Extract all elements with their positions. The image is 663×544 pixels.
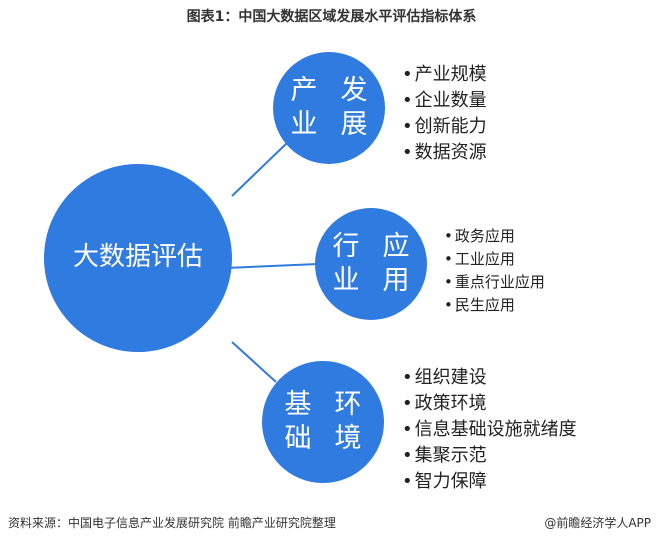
list-item: 创新能力 [402,114,487,140]
center-label: 大数据评估 [72,241,203,272]
industry-label: 产业 发展 [279,70,379,146]
list-item: 政策环境 [402,391,577,417]
list-item: 集聚示范 [402,443,577,469]
environment-item-list: 组织建设 政策环境 信息基础设施就绪度 集聚示范 智力保障 [402,365,577,495]
environment-label-line-1: 基础 [284,389,312,454]
circle-environment [262,361,384,483]
chart-title: 图表1：中国大数据区域发展水平评估指标体系 [186,9,477,25]
list-item: 工业应用 [444,248,545,271]
connector-environment [231,341,277,383]
list-item: 重点行业应用 [444,271,545,294]
industry-item-list: 产业规模 企业数量 创新能力 数据资源 [402,62,487,166]
connector-industry [231,141,289,197]
list-item: 企业数量 [402,88,487,114]
list-item: 民生应用 [444,294,545,317]
list-item: 政务应用 [444,225,545,248]
center-circle [44,164,232,352]
environment-label: 基础 环境 [273,384,373,460]
circle-application [315,208,427,320]
application-label-line-2: 应用 [382,231,410,296]
source-note: 资料来源：中国电子信息产业发展研究院 前瞻产业研究院整理 [8,516,336,530]
brand-credit: @前瞻经济学人APP [544,516,651,530]
list-item: 组织建设 [402,365,577,391]
list-item: 智力保障 [402,469,577,495]
application-label: 行业 应用 [321,226,421,302]
list-item: 产业规模 [402,62,487,88]
application-label-line-1: 行业 [332,231,360,296]
list-item: 信息基础设施就绪度 [402,417,577,443]
list-item: 数据资源 [402,140,487,166]
connector-application [225,263,319,269]
environment-label-line-2: 环境 [334,389,362,454]
circle-industry [273,52,385,164]
industry-label-line-1: 产业 [290,75,318,140]
industry-label-line-2: 发展 [340,75,368,140]
application-item-list: 政务应用 工业应用 重点行业应用 民生应用 [444,225,545,317]
